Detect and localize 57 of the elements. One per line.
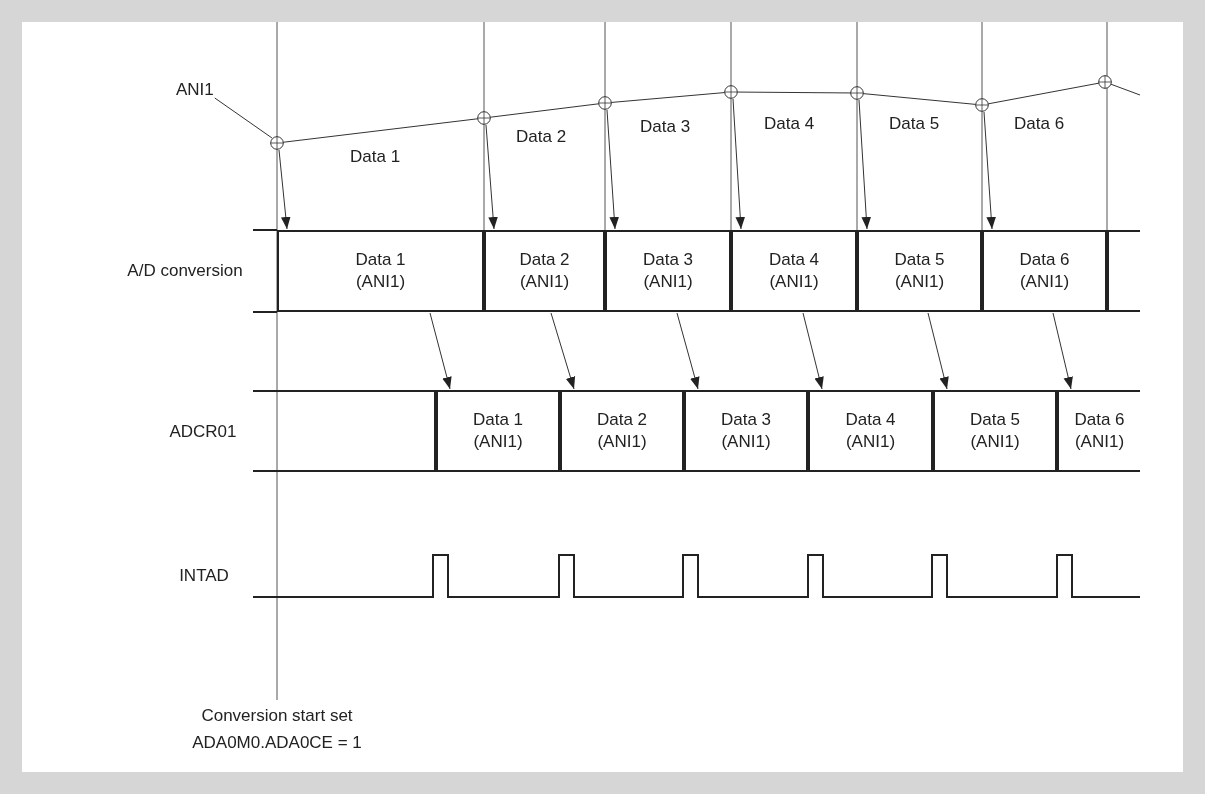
sample-point-icon: [270, 136, 284, 150]
waveform-label: Data 5: [889, 113, 940, 135]
sample-point-icon: [724, 85, 738, 99]
cell-text: Data 5 (ANI1): [968, 409, 1022, 453]
waveform-label: Data 1: [350, 146, 401, 168]
data-cell: [277, 230, 484, 312]
data-cell: [731, 230, 857, 312]
arrow: [927, 312, 949, 390]
data-cell: [808, 390, 933, 472]
arrow: [278, 149, 291, 230]
cell-text: Data 2 (ANI1): [518, 249, 571, 293]
row-label: A/D conversion: [127, 260, 243, 282]
arrow: [485, 124, 498, 230]
data-cell: [684, 390, 808, 472]
data-cell: [857, 230, 982, 312]
arrow: [858, 99, 872, 230]
sample-point-icon: [975, 98, 989, 112]
arrow: [983, 111, 996, 230]
cell-text: Data 3 (ANI1): [641, 249, 695, 293]
arrow: [1052, 312, 1073, 390]
sample-point-icon: [477, 111, 491, 125]
sample-point-icon: [1098, 75, 1112, 89]
data-cell: [982, 230, 1107, 312]
arrow: [550, 312, 576, 390]
arrow: [802, 312, 824, 390]
row-label: ADCR01: [169, 421, 237, 443]
cell-text: Data 5 (ANI1): [893, 249, 946, 293]
waveform-label: Data 6: [1014, 113, 1065, 135]
arrow: [676, 312, 700, 390]
arrow: [606, 109, 619, 230]
cell-text: Data 4 (ANI1): [767, 249, 821, 293]
cell-text: Data 4 (ANI1): [844, 409, 897, 453]
signal-name: ANI1: [176, 79, 214, 101]
data-cell: [560, 390, 684, 472]
arrow: [732, 98, 746, 230]
cell-text: Data 2 (ANI1): [595, 409, 649, 453]
arrow: [429, 312, 452, 390]
leader-line: [214, 97, 273, 139]
waveform-label: Data 4: [764, 113, 815, 135]
cell-text: Data 1 (ANI1): [354, 249, 407, 293]
data-cell: [436, 390, 560, 472]
sample-point-icon: [850, 86, 864, 100]
data-cell: [1057, 390, 1140, 472]
data-cell: [1107, 230, 1140, 312]
data-cell: [484, 230, 605, 312]
cell-text: Data 3 (ANI1): [719, 409, 773, 453]
cell-text: Data 6 (ANI1): [1018, 249, 1071, 293]
waveform-label: Data 3: [640, 116, 691, 138]
waveform-label: Data 2: [516, 126, 567, 148]
note-text: Conversion start set ADA0M0.ADA0CE = 1: [191, 705, 363, 754]
cell-text: Data 6 (ANI1): [1073, 409, 1126, 453]
data-cell: [933, 390, 1057, 472]
sample-point-icon: [598, 96, 612, 110]
cell-text: Data 1 (ANI1): [471, 409, 525, 453]
data-cell: [605, 230, 731, 312]
data-cell: [253, 390, 436, 472]
row-label: INTAD: [179, 565, 229, 587]
